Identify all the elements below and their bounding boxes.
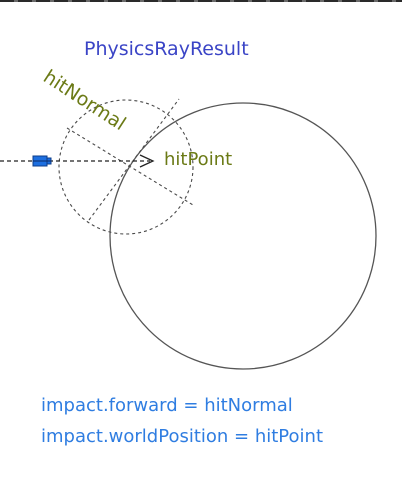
equation-world-position: impact.worldPosition = hitPoint bbox=[41, 426, 323, 447]
ray-origin-marker-icon bbox=[32, 155, 52, 167]
hit-normal-label: hitNormal bbox=[39, 66, 129, 135]
hit-sphere bbox=[109, 102, 377, 370]
hit-point-label: hitPoint bbox=[164, 149, 232, 170]
normal-axis-line bbox=[66, 127, 194, 206]
top-border bbox=[0, 0, 402, 2]
tangent-axis-line bbox=[88, 98, 180, 221]
equation-forward: impact.forward = hitNormal bbox=[41, 395, 293, 416]
diagram-title: PhysicsRayResult bbox=[84, 38, 249, 60]
ray-arrowhead-icon bbox=[139, 154, 155, 168]
probe-sphere-dashed bbox=[58, 99, 194, 235]
